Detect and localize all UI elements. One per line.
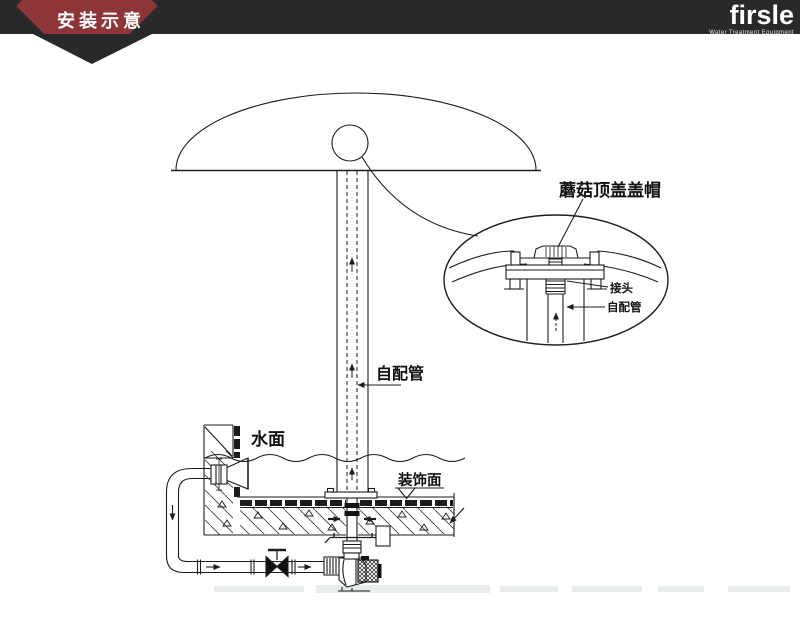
brand-tagline: Water Treatment Equipment (709, 30, 794, 36)
aggregate-symbols (217, 500, 451, 531)
detail-bubble (443, 214, 669, 346)
base-flange (324, 487, 378, 499)
detail-flange (505, 264, 605, 280)
label-deco-surface: 装饰面 (397, 471, 442, 489)
valve (265, 548, 289, 578)
brand-name: firsle (729, 0, 794, 30)
diagram-labels: 蘑菇顶盖盖帽 接头 自配管 自配管 水面 装饰面 (251, 180, 661, 489)
detail-leader-curve (361, 156, 479, 237)
cap-section (533, 245, 579, 259)
page-title: 安装示意 (57, 11, 145, 31)
label-self-pipe-detail: 自配管 (607, 300, 642, 314)
mushroom-dome (171, 92, 541, 237)
leader-lines (357, 198, 609, 500)
floor-penetration (324, 498, 391, 547)
label-water-surface: 水面 (251, 429, 285, 449)
line-work (165, 92, 669, 592)
detail-reference-circle (331, 124, 369, 162)
suction-pipe (165, 467, 324, 575)
wall-inlet-fitting (210, 457, 249, 491)
conduit-sleeve (375, 525, 391, 547)
header-bar (0, 0, 800, 34)
pump-motor (357, 559, 379, 583)
label-joint: 接头 (610, 281, 633, 295)
threaded-joint (545, 279, 566, 295)
pump (323, 540, 382, 592)
column-pipe (336, 170, 369, 492)
water-wave (204, 453, 466, 463)
label-cap-detail: 蘑菇顶盖盖帽 (559, 180, 661, 200)
label-self-pipe-main: 自配管 (376, 364, 424, 383)
floor-shadow (214, 585, 790, 593)
brand-logo: firsle Water Treatment Equipment (709, 0, 794, 37)
